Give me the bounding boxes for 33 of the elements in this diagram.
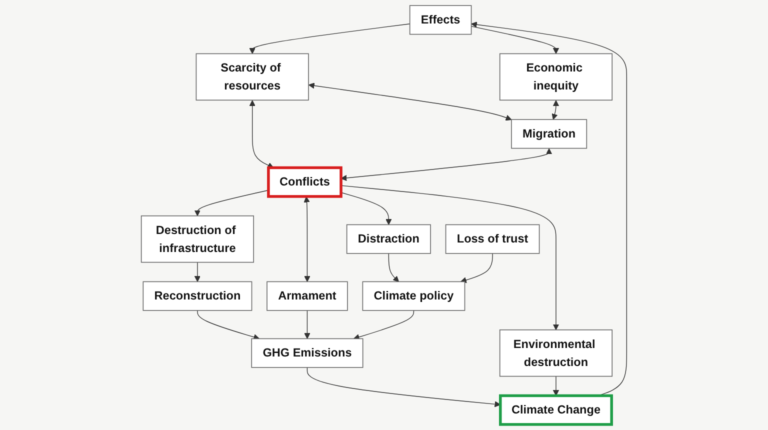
arrow (308, 82, 512, 121)
node-box: Migration (511, 119, 588, 149)
node-box: Environmental destruction (499, 329, 613, 377)
node-box: Loss of trust (445, 224, 540, 254)
node-box: Scarcity of resources (196, 53, 309, 101)
arrow (388, 253, 400, 282)
arrow (304, 310, 310, 339)
arrow (340, 185, 560, 330)
arrow (306, 367, 501, 408)
arrow (249, 24, 410, 54)
arrow (194, 262, 200, 282)
node-box: Climate policy (362, 281, 466, 311)
node-box: Reconstruction (142, 281, 252, 311)
arrow (197, 310, 260, 340)
node-box: Distraction (346, 224, 431, 254)
arrow (304, 196, 310, 282)
node-box: Economic inequity (499, 53, 613, 101)
node-box: Climate Change (499, 394, 613, 426)
node-box: Armament (266, 281, 348, 311)
arrow (353, 310, 414, 340)
node-box: Destruction of infrastructure (140, 215, 254, 263)
arrow (471, 22, 628, 396)
node-box: GHG Emissions (251, 338, 364, 368)
arrow (194, 190, 269, 216)
arrow (460, 253, 493, 283)
arrow (340, 192, 392, 225)
arrow (340, 148, 552, 181)
node-box: Effects (409, 5, 472, 35)
arrow (249, 100, 274, 168)
node-box: Conflicts (267, 166, 342, 198)
arrow (470, 26, 560, 54)
arrow (552, 376, 560, 396)
arrow (552, 100, 560, 120)
